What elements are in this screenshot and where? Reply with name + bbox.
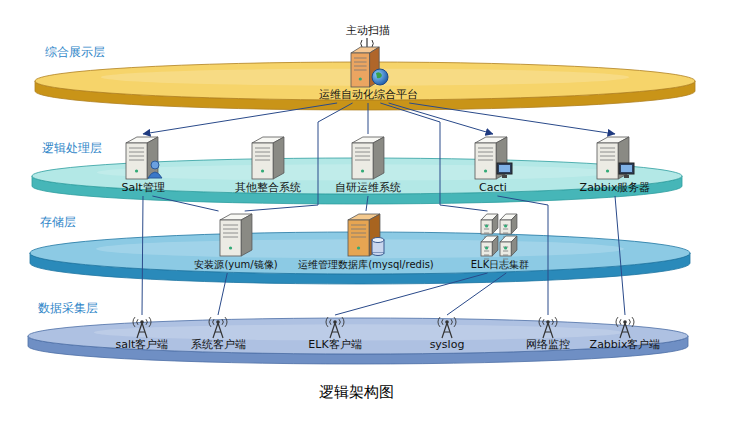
server-node: ELK日志集群 (469, 212, 531, 272)
connector (366, 196, 368, 211)
node-label: Zabbix服务器 (580, 181, 651, 195)
server-icon (350, 135, 386, 181)
antenna-icon (615, 316, 635, 338)
antenna-icon (208, 316, 228, 338)
server-node: salt客户端 (114, 316, 171, 352)
connector (615, 196, 625, 315)
connector (368, 103, 369, 134)
node-label: 运维自动化综合平台 (319, 88, 418, 102)
node-label: ELK客户端 (308, 338, 361, 352)
layer-band: salt客户端系统客户端ELK客户端syslog网络监控Zabbix客户端数据采… (28, 318, 688, 364)
connector (335, 273, 488, 315)
connector (142, 196, 143, 315)
antenna-icon (325, 316, 345, 338)
connector (152, 196, 218, 211)
connector (380, 103, 487, 211)
node-label: Zabbix客户端 (590, 338, 661, 352)
node-label: Cacti (479, 181, 507, 195)
layer-label: 存储层 (40, 215, 76, 229)
connector (143, 103, 337, 134)
connector (497, 196, 548, 315)
layer-band: 安装源(yum/镜像)运维管理数据库(mysql/redis)ELK日志集群存储… (30, 232, 690, 284)
server-tower (481, 236, 498, 259)
server-node: ELK客户端 (306, 316, 363, 352)
server-icon (346, 212, 386, 258)
server-icon (473, 135, 513, 181)
server-node: 网络监控 (524, 316, 572, 352)
server-icon (218, 212, 254, 258)
server-node: 运维管理数据库(mysql/redis) (296, 212, 436, 272)
node-label: syslog (430, 338, 465, 352)
server-tower (252, 137, 284, 179)
node-label: 网络监控 (526, 338, 570, 352)
server-node: 系统客户端 (189, 316, 248, 352)
connector (245, 103, 353, 211)
antenna-icon (538, 316, 558, 338)
layer-label: 逻辑处理层 (42, 141, 102, 155)
layer-band: Salt管理其他整合系统自研运维系统CactiZabbix服务器逻辑处理层 (32, 158, 682, 204)
server-icon (124, 135, 162, 181)
server-tower (481, 214, 498, 237)
layer-label: 数据采集层 (38, 301, 98, 315)
server-tower (500, 214, 517, 237)
layer-label: 综合展示层 (45, 45, 105, 59)
server-node: 自研运维系统 (333, 135, 403, 195)
node-label: ELK日志集群 (471, 258, 529, 272)
server-icon (595, 135, 635, 181)
node-label: 其他整合系统 (235, 181, 301, 195)
server-tower (500, 236, 517, 259)
connector (447, 273, 506, 315)
server-icon (479, 212, 521, 258)
server-node: 安装源(yum/镜像) (192, 212, 279, 272)
node-label: salt客户端 (116, 338, 169, 352)
node-label: 主动扫描 (346, 24, 390, 38)
server-tower (220, 214, 252, 256)
node-label: 运维管理数据库(mysql/redis) (298, 258, 434, 272)
server-node: Zabbix服务器 (578, 135, 653, 195)
server-node: Cacti (471, 135, 515, 195)
server-icon (347, 38, 389, 88)
antenna-icon (437, 316, 457, 338)
connector (218, 273, 227, 315)
node-label: Salt管理 (121, 181, 164, 195)
node-label: 安装源(yum/镜像) (194, 258, 277, 272)
node-label: 自研运维系统 (335, 181, 401, 195)
server-node: 其他整合系统 (233, 135, 303, 195)
server-tower (352, 137, 384, 179)
server-icon (250, 135, 286, 181)
antenna-icon (132, 316, 152, 338)
server-node: Salt管理 (119, 135, 166, 195)
caption: 逻辑架构图 (0, 385, 712, 399)
server-node: Zabbix客户端 (588, 316, 663, 352)
server-node: 主动扫描运维自动化综合平台 (317, 24, 420, 102)
layer-band: 主动扫描运维自动化综合平台综合展示层 (35, 62, 695, 110)
server-node: syslog (428, 316, 467, 352)
node-label: 系统客户端 (191, 338, 246, 352)
